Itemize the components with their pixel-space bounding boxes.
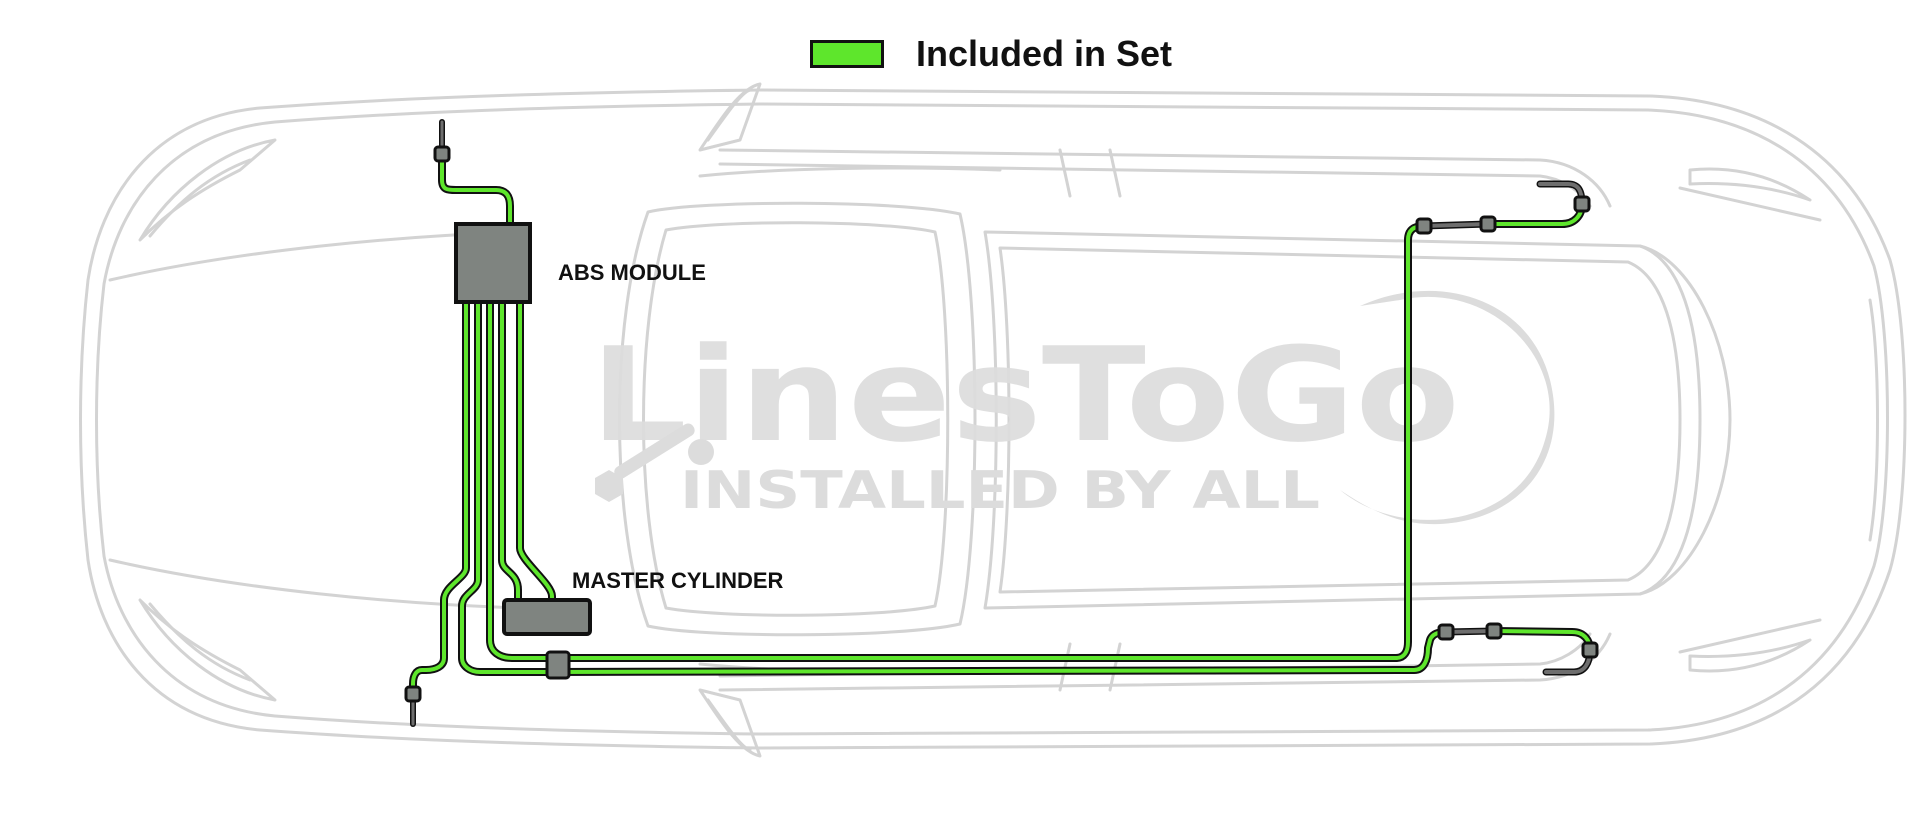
abs-module [454, 222, 532, 304]
abs-module-label: ABS MODULE [558, 260, 706, 285]
legend: Included in Set [810, 26, 1172, 82]
taillight-bottom [1688, 638, 1812, 673]
watermark: LinesToGo INSTALLED BY ALL [590, 290, 1555, 525]
fitting-rear-left-b [1479, 215, 1497, 233]
line-front-left [440, 150, 512, 228]
line-abs-mc-b [518, 300, 554, 602]
fitting-front-left [433, 145, 451, 163]
fittings [404, 145, 1599, 703]
fitting-rear-right-b [1485, 622, 1503, 640]
fitting-rear-right-c [1581, 641, 1599, 659]
line-abs-rear [460, 300, 554, 674]
legend-label: Included in Set [916, 33, 1173, 74]
fitting-rear-right-a [1437, 623, 1455, 641]
line-abs-mc-a [500, 300, 520, 602]
line-rear-left-tail-outline [1484, 200, 1586, 228]
roof [983, 230, 1702, 610]
master-cylinder-label: MASTER CYLINDER [572, 568, 784, 593]
rear-window [1638, 244, 1732, 596]
watermark-tagline: INSTALLED BY ALL [680, 461, 1320, 521]
wrench-icon [595, 423, 714, 502]
fitting-rear-left-c [1573, 195, 1591, 213]
legend-swatch [810, 40, 884, 68]
car-body [79, 88, 1907, 750]
line-abs-front-right [411, 300, 468, 696]
fitting-rear-left-a [1415, 217, 1433, 235]
taillight-top [1688, 167, 1812, 202]
door-line-top [718, 162, 1592, 208]
line-abs-crossover [488, 224, 1426, 660]
line-abs-mc-a-outline [498, 298, 522, 604]
master-cylinder [502, 598, 592, 636]
junction-block [545, 650, 571, 680]
watermark-brand: LinesToGo [590, 319, 1460, 471]
fitting-front-right [404, 685, 422, 703]
